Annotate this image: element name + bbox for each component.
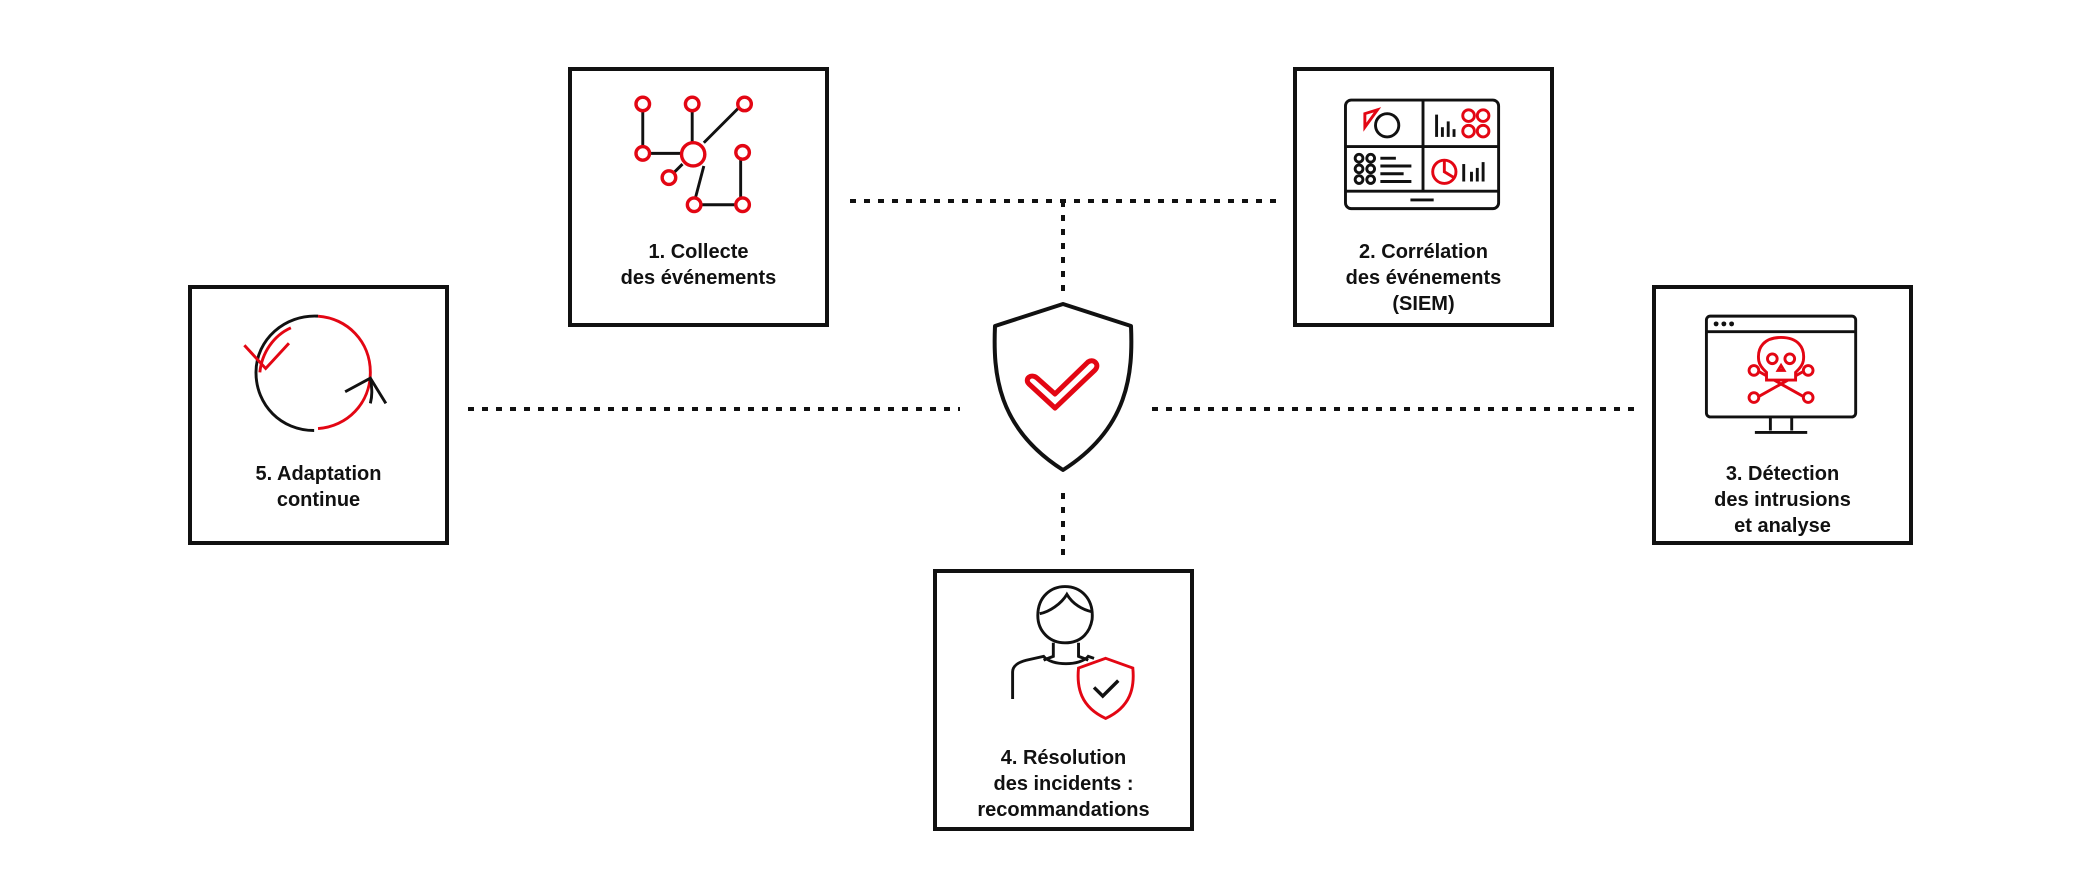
- step-box-resolution: 4. Résolution des incidents : recommanda…: [933, 569, 1194, 831]
- step-box-correlation: 2. Corrélation des événements (SIEM): [1293, 67, 1554, 327]
- network-nodes-icon: [634, 95, 754, 214]
- skull-monitor-icon: [1704, 314, 1858, 434]
- shield-check-icon: [992, 302, 1134, 472]
- step-label-collecte: 1. Collecte des événements: [620, 241, 777, 289]
- step-label-adaptation: 5. Adaptation continue: [255, 463, 382, 511]
- step-box-detection: 3. Détection des intrusions et analyse: [1652, 285, 1913, 545]
- dashboard-monitor-icon: [1344, 98, 1501, 211]
- step-box-adaptation: 5. Adaptation continue: [188, 285, 449, 545]
- step-label-correlation: 2. Corrélation des événements (SIEM): [1345, 241, 1502, 315]
- step-box-collecte: 1. Collecte des événements: [568, 67, 829, 327]
- person-shield-icon: [1011, 585, 1135, 721]
- step-label-resolution: 4. Résolution des incidents : recommanda…: [977, 747, 1150, 821]
- cycle-arrows-icon: [243, 314, 388, 432]
- step-label-detection: 3. Détection des intrusions et analyse: [1714, 463, 1851, 537]
